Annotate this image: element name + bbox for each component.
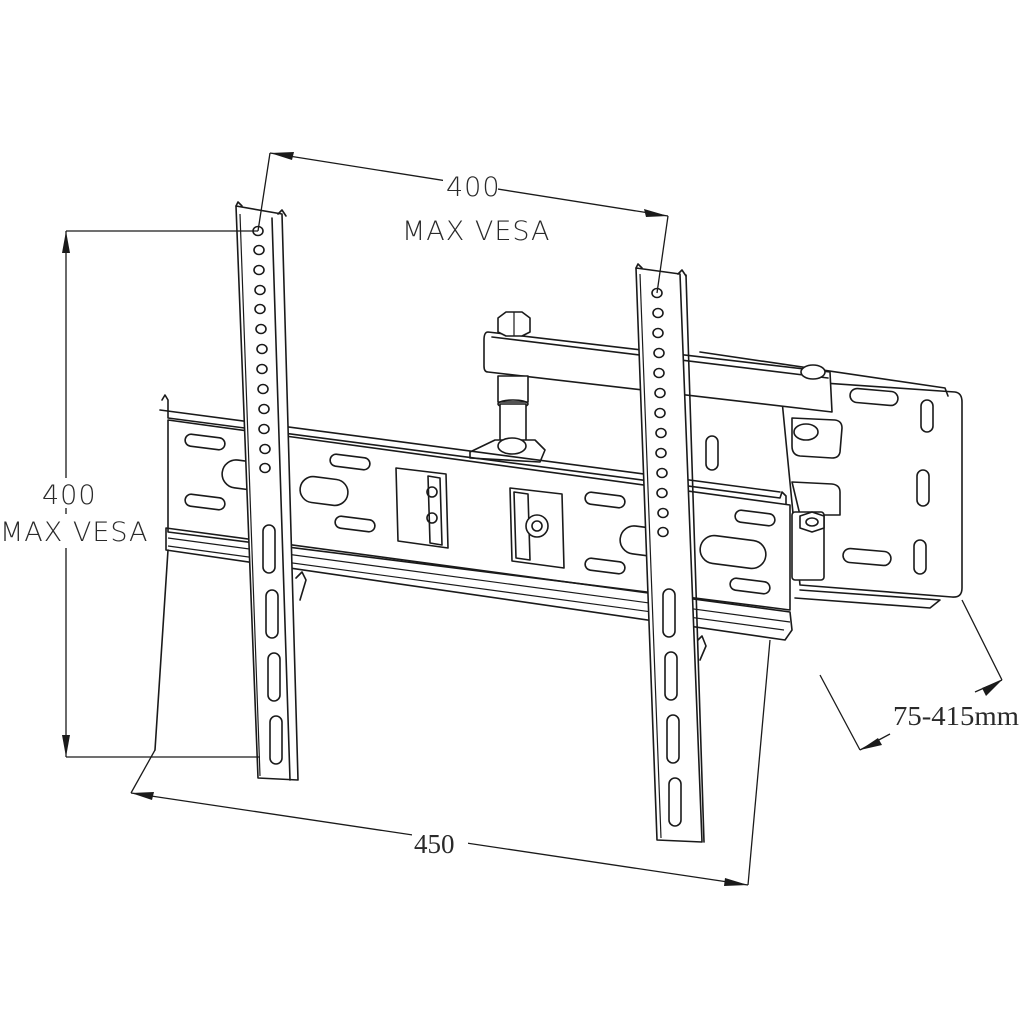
left-arm-holes [252,225,271,474]
dimension-extension [819,599,1003,751]
top-dimension-caption: MAX VESA [402,216,550,247]
left-arm-slots [262,524,283,765]
horizontal-rail [154,394,793,751]
right-arm-slots [662,588,682,827]
left-dimension-caption: MAX VESA [0,517,148,548]
wall-plate [699,351,963,609]
left-dimension-value: 400 [42,480,97,511]
left-vertical-arm [235,201,307,781]
top-dimension-value: 400 [446,172,501,203]
right-vertical-arm [635,263,707,843]
bottom-dimension-value: 450 [414,829,455,859]
extension-dimension-value: 75-415mm [893,701,1019,731]
right-arm-holes [651,287,669,538]
